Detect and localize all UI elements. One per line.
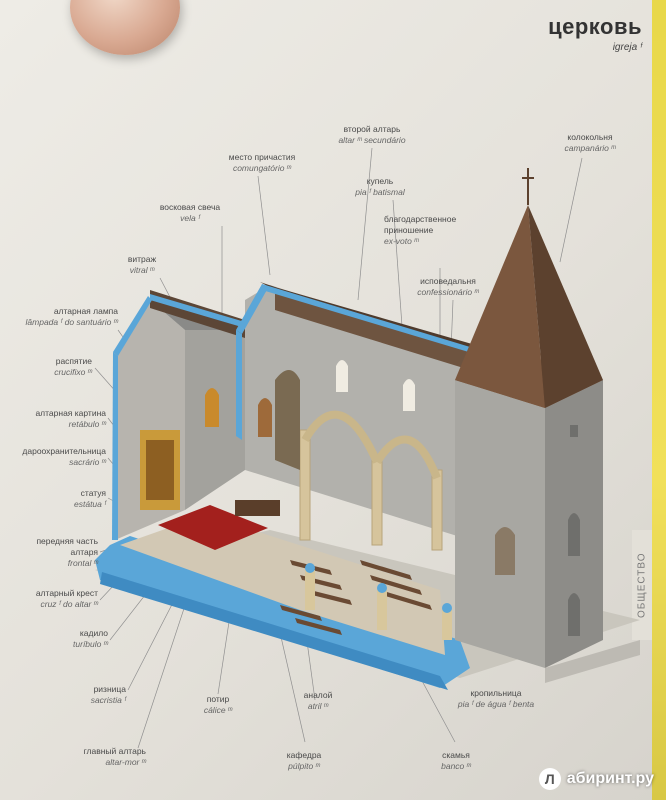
page-title: церковь (548, 14, 642, 39)
title-block: церковь igreja ᶠ (548, 14, 642, 53)
page-edge-yellow (652, 0, 666, 800)
page-subtitle: igreja ᶠ (612, 42, 642, 53)
church-model (95, 168, 640, 690)
bell-tower (455, 168, 603, 668)
labirint-logo-icon: Л (538, 768, 561, 790)
watermark-text: абиринт.ру (566, 770, 654, 787)
watermark: Л абиринт.ру (538, 768, 654, 790)
